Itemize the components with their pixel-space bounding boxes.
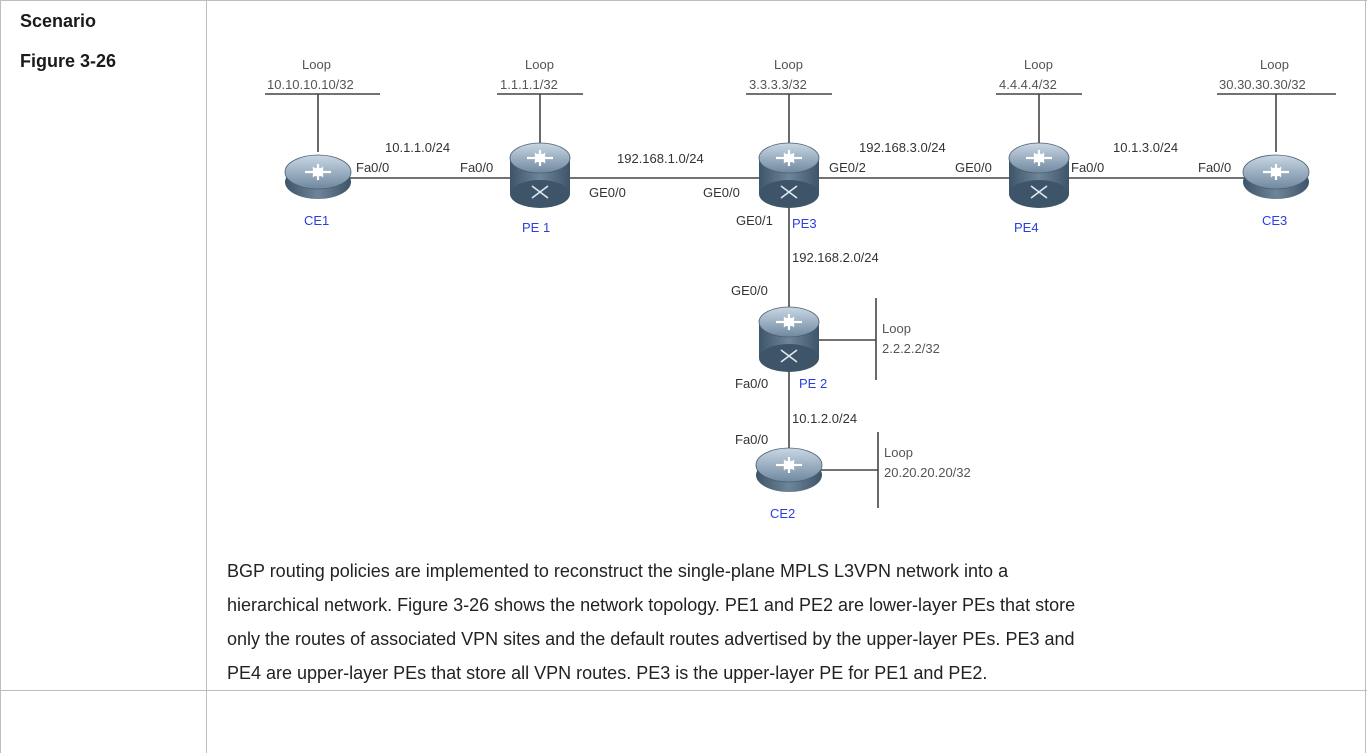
paragraph-line: only the routes of associated VPN sites … <box>227 629 1075 649</box>
loop-addr-pe4: 4.4.4.4/32 <box>999 77 1057 92</box>
subnet-pe3-pe2: 192.168.2.0/24 <box>792 250 879 265</box>
loop-label-pe3: Loop <box>774 57 803 72</box>
paragraph-line: BGP routing policies are implemented to … <box>227 561 1009 581</box>
router-icon-pe2 <box>758 306 820 372</box>
device-name-ce1: CE1 <box>304 213 329 228</box>
if-pe1-fa00: Fa0/0 <box>460 160 493 175</box>
loop-addr-ce3: 30.30.30.30/32 <box>1219 77 1306 92</box>
device-name-pe3: PE3 <box>792 216 817 231</box>
table-row-divider <box>0 690 1367 691</box>
router-icon-pe1 <box>509 142 571 208</box>
scenario-label: Scenario <box>20 11 97 31</box>
subnet-pe1-pe3: 192.168.1.0/24 <box>617 151 704 166</box>
if-pe2-ge00: GE0/0 <box>731 283 768 298</box>
subnet-pe4-ce3: 10.1.3.0/24 <box>1113 140 1178 155</box>
loop-label-ce1: Loop <box>302 57 331 72</box>
device-name-pe1: PE 1 <box>522 220 550 235</box>
device-name-ce3: CE3 <box>1262 213 1287 228</box>
if-pe3-ge01: GE0/1 <box>736 213 773 228</box>
router-icon-ce1 <box>284 154 352 199</box>
device-name-pe2: PE 2 <box>799 376 827 391</box>
loop-addr-pe3: 3.3.3.3/32 <box>749 77 807 92</box>
device-name-ce2: CE2 <box>770 506 795 521</box>
loop-addr-pe2: 2.2.2.2/32 <box>882 341 940 356</box>
router-icon-ce3 <box>1242 154 1310 199</box>
scenario-description: BGP routing policies are implemented to … <box>227 554 1357 690</box>
router-icon-pe3 <box>758 142 820 208</box>
if-ce2-fa00: Fa0/0 <box>735 432 768 447</box>
router-icon-ce2 <box>755 447 823 492</box>
loop-label-ce3: Loop <box>1260 57 1289 72</box>
if-pe4-fa00: Fa0/0 <box>1071 160 1104 175</box>
if-pe3-ge00: GE0/0 <box>703 185 740 200</box>
loop-label-pe4: Loop <box>1024 57 1053 72</box>
table-column-divider <box>206 0 207 753</box>
loop-label-ce2: Loop <box>884 445 913 460</box>
if-pe3-ge02: GE0/2 <box>829 160 866 175</box>
if-pe1-ge00: GE0/0 <box>589 185 626 200</box>
if-ce1-fa00: Fa0/0 <box>356 160 389 175</box>
router-icon-pe4 <box>1008 142 1070 208</box>
loop-addr-pe1: 1.1.1.1/32 <box>500 77 558 92</box>
figure-label: Figure 3-26 <box>20 51 117 71</box>
if-pe4-ge00: GE0/0 <box>955 160 992 175</box>
loop-addr-ce2: 20.20.20.20/32 <box>884 465 971 480</box>
table-left-border <box>0 0 1 753</box>
if-pe2-fa00: Fa0/0 <box>735 376 768 391</box>
subnet-ce1-pe1: 10.1.1.0/24 <box>385 140 450 155</box>
subnet-pe3-pe4: 192.168.3.0/24 <box>859 140 946 155</box>
network-topology-diagram: Loop 10.10.10.10/32 Loop 1.1.1.1/32 Loop… <box>265 57 1336 521</box>
device-name-pe4: PE4 <box>1014 220 1039 235</box>
loop-addr-ce1: 10.10.10.10/32 <box>267 77 354 92</box>
loop-label-pe1: Loop <box>525 57 554 72</box>
table-right-border <box>1365 0 1366 753</box>
loop-label-pe2: Loop <box>882 321 911 336</box>
table-top-border <box>0 0 1367 1</box>
paragraph-line: hierarchical network. Figure 3-26 shows … <box>227 595 1076 615</box>
subnet-pe2-ce2: 10.1.2.0/24 <box>792 411 857 426</box>
if-ce3-fa00: Fa0/0 <box>1198 160 1231 175</box>
paragraph-line: PE4 are upper-layer PEs that store all V… <box>227 663 988 683</box>
